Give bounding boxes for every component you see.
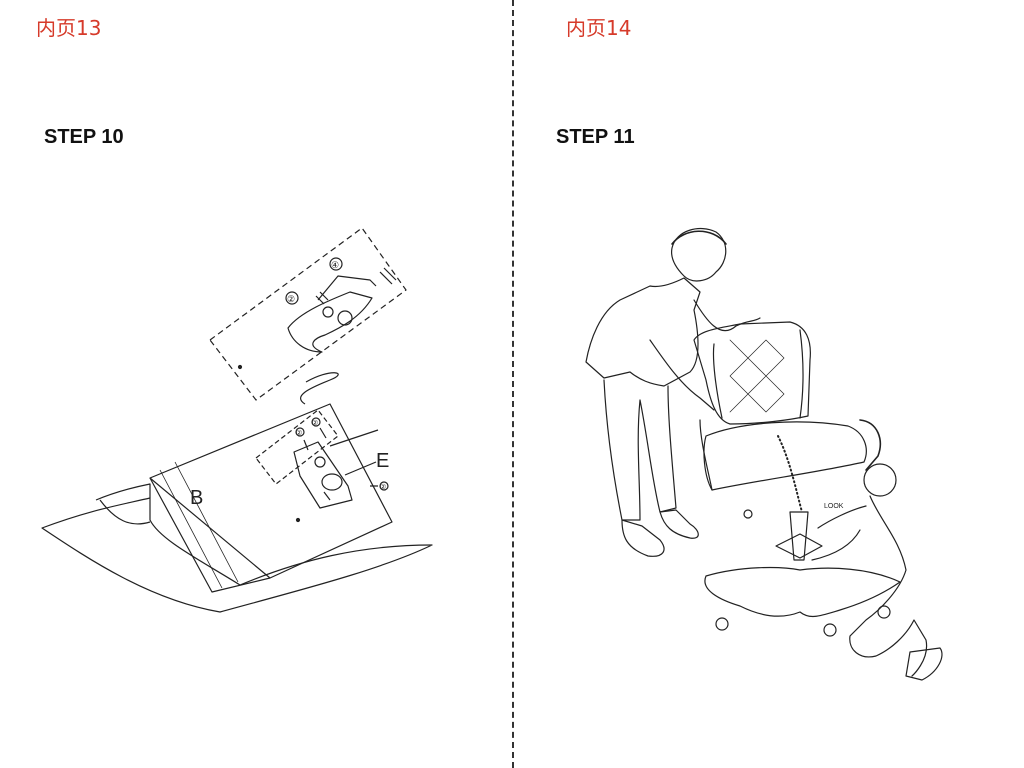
chair-back [693, 321, 811, 425]
standing-person [585, 227, 761, 557]
mechanism-plate-detail [287, 291, 373, 353]
caster-1 [715, 617, 729, 631]
lever-handle [317, 275, 377, 301]
cloth-fold [95, 483, 151, 501]
lock-label: LOOK [824, 503, 844, 510]
tshirt [585, 277, 701, 387]
caster-back [743, 509, 753, 519]
screw-detail-1 [315, 291, 329, 305]
arm-3 [811, 529, 861, 561]
detail-connector [300, 372, 339, 405]
step-11-title: STEP 11 [556, 126, 635, 148]
page-divider [512, 0, 514, 768]
page-label-right: 内页14 [566, 16, 632, 40]
arm-2 [817, 505, 867, 529]
head-2 [863, 463, 897, 497]
lever-rod [329, 429, 379, 447]
callout-2d-text: ② [380, 483, 386, 491]
plate-hole-1 [337, 310, 353, 326]
seat-inner-line-2 [174, 461, 239, 583]
pointer-e [344, 461, 377, 476]
caster-2 [823, 623, 837, 637]
detail-box-upper [209, 227, 407, 401]
back-welt-left [712, 343, 723, 419]
callout-4-text: ④ [331, 260, 339, 270]
step-10-title: STEP 10 [44, 126, 124, 148]
hair [671, 230, 727, 245]
cylinder-socket [321, 473, 343, 491]
screws [303, 427, 378, 501]
small-screw-dot [237, 364, 243, 370]
small-screw-dot-2 [295, 517, 301, 523]
cloth-curl [99, 499, 151, 525]
gas-cylinder [789, 511, 809, 561]
seat-inner-line [159, 469, 223, 589]
callout-circle-4 [329, 257, 343, 271]
right-arm [693, 299, 761, 332]
callout-2c-text: ② [312, 419, 318, 427]
chair-base [704, 566, 901, 618]
page-label-left: 内页13 [36, 16, 102, 40]
armrest-left [699, 419, 713, 491]
callout-circle-2c [311, 417, 321, 427]
mechanism-plate [293, 441, 353, 509]
tufting [729, 339, 785, 413]
callout-circle-2d [379, 481, 389, 491]
body-2 [849, 495, 928, 677]
office-chair [693, 321, 901, 637]
plate-hole-2 [322, 306, 334, 318]
nailhead-trim [777, 435, 803, 513]
callout-2-text: ② [287, 294, 295, 304]
mechanism-hub [314, 456, 326, 468]
callout-circle-2b [295, 427, 305, 437]
shoe-left [621, 519, 665, 557]
callout-2b-text: ② [296, 429, 302, 437]
chair-seat [703, 421, 867, 491]
foot-2 [905, 647, 943, 681]
armrest-right [859, 419, 882, 471]
part-b-label: B [190, 487, 203, 509]
seat-side-edge [149, 477, 271, 593]
detail-box-lower [255, 409, 339, 485]
caster-3 [877, 605, 891, 619]
head [671, 227, 727, 282]
screw-detail-2 [379, 267, 397, 285]
pants [603, 379, 677, 521]
kneeling-figure [811, 463, 943, 681]
cylinder-top [775, 533, 823, 559]
part-e-label: E [376, 450, 389, 472]
back-welt-right [799, 329, 804, 419]
seat-bottom-face [149, 403, 393, 579]
shoe-right [659, 509, 699, 539]
left-arm [649, 339, 715, 411]
callout-circle-2 [285, 291, 299, 305]
